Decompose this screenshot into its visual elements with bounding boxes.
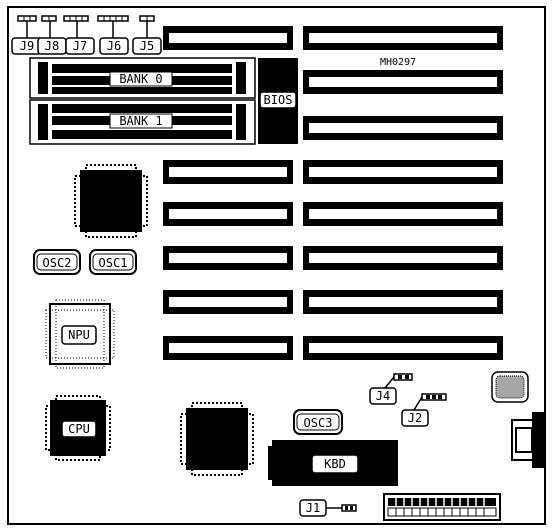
jumper-j9-label: J9 [20,39,34,53]
bank-1-label: BANK 1 [119,114,162,128]
oscillator-osc2: OSC2 [33,249,81,275]
jumper-j6-label: J6 [107,39,121,53]
kbd-label: KBD [324,457,346,471]
osc2-label: OSC2 [43,256,72,270]
jumper-j5-label: J5 [140,39,154,53]
cpu-chip: CPU [45,395,111,461]
npu-socket: NPU [45,299,115,369]
jumper-j5: J5 [132,15,162,55]
jumper-j8-label: J8 [45,39,59,53]
bios-chip: BIOS [258,58,298,144]
jumper-j4: J4 [369,373,413,405]
battery [491,371,529,403]
diagram-id: MH0297 [380,57,416,68]
oscillator-osc3: OSC3 [293,409,343,435]
keyboard-controller: KBD [268,440,398,486]
jumper-j7: J7 [63,15,95,55]
jumper-j6: J6 [97,15,129,55]
memory-bank-0: BANK 0 [29,57,256,99]
bios-label: BIOS [264,93,293,107]
jumper-j1-label: J1 [306,501,320,515]
jumper-j2: J2 [401,393,447,427]
osc1-label: OSC1 [99,256,128,270]
jumper-j7-label: J7 [73,39,87,53]
osc3-label: OSC3 [304,416,333,430]
npu-label: NPU [68,328,90,342]
board-outline [7,6,546,525]
controller-chip [180,402,254,476]
oscillator-osc1: OSC1 [89,249,137,275]
bank-0-label: BANK 0 [119,72,162,86]
chipset-chip [74,164,148,238]
jumper-j2-label: J2 [408,411,422,425]
cpu-label: CPU [68,422,90,436]
jumper-j1: J1 [299,499,357,517]
expansion-slots [163,26,503,360]
jumper-j8: J8 [37,15,67,55]
power-connector [383,493,501,521]
jumper-j4-label: J4 [376,389,390,403]
memory-bank-1: BANK 1 [29,99,256,145]
